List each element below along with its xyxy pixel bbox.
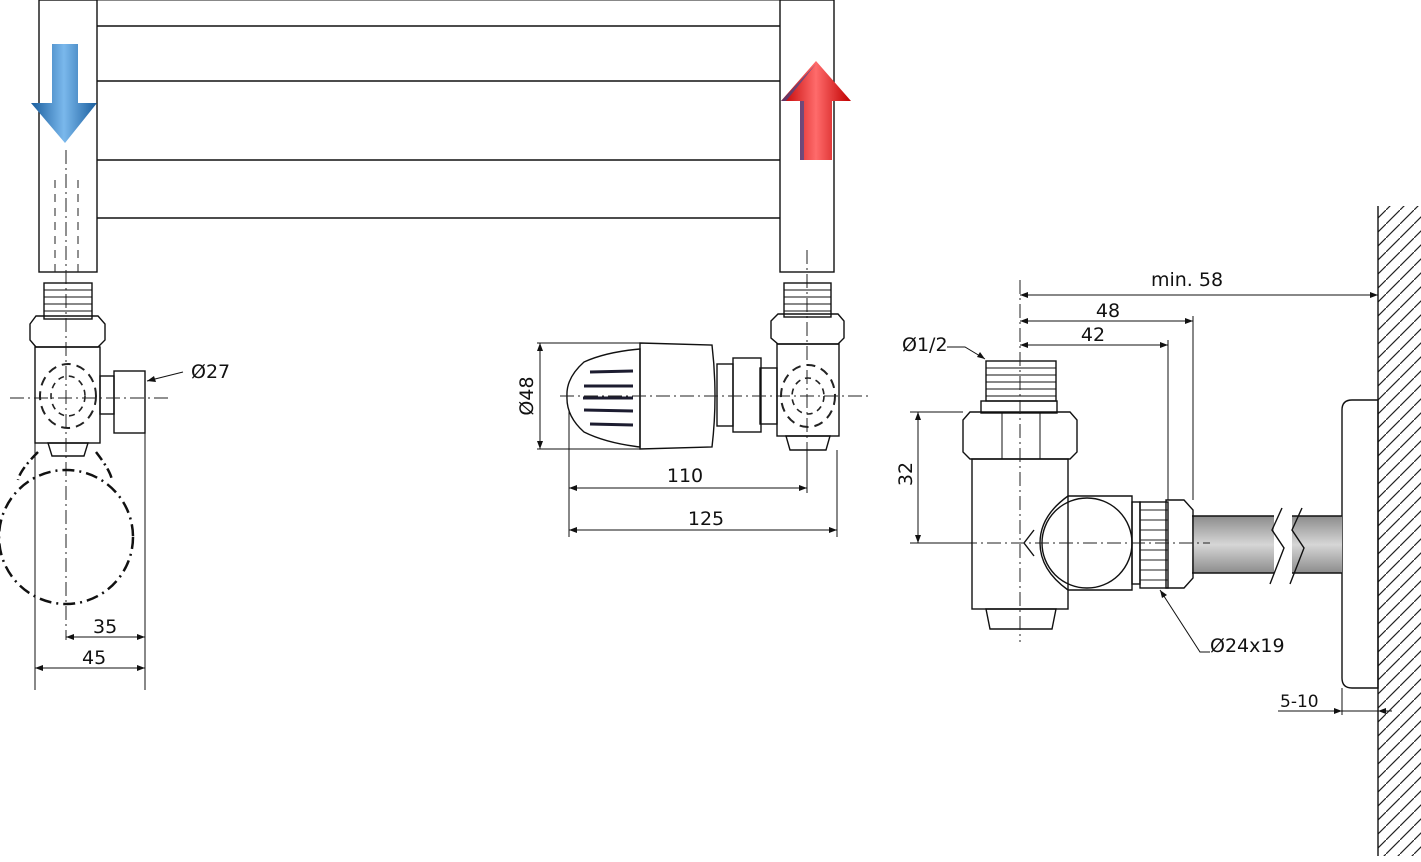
dim-48: 48: [1096, 300, 1120, 322]
dim-diameter-48: Ø48: [516, 376, 538, 415]
flow-up-arrow-icon: [781, 61, 851, 160]
dim-35: 35: [93, 616, 117, 638]
dim-32: 32: [895, 462, 917, 486]
middle-valve-front-view: [560, 282, 868, 451]
radiator-left-column: [38, 0, 98, 273]
left-valve-side-view: [0, 282, 172, 606]
radiator-right-column: [779, 0, 835, 273]
dim-min-58: min. 58: [1151, 269, 1223, 291]
right-dimensions: min. 58 48 42 Ø1/2 32 Ø24x19 5-10: [895, 269, 1392, 715]
wall-hatch: [1378, 206, 1421, 856]
dim-diameter-27: Ø27: [191, 361, 230, 383]
dim-wall-gap: 5-10: [1280, 692, 1319, 712]
flow-down-arrow-icon: [31, 44, 97, 143]
dim-42: 42: [1081, 324, 1105, 346]
dim-fitting-24x19: Ø24x19: [1210, 635, 1285, 657]
dim-thread-1-2: Ø1/2: [902, 334, 948, 356]
radiator: [38, 0, 835, 640]
middle-dimensions: Ø48 110 125: [516, 342, 838, 537]
dim-125: 125: [688, 508, 724, 530]
dim-45: 45: [82, 647, 106, 669]
left-dimensions: Ø27 35 45: [34, 361, 230, 690]
right-valve-side-view: [915, 206, 1421, 856]
dim-110: 110: [667, 465, 703, 487]
